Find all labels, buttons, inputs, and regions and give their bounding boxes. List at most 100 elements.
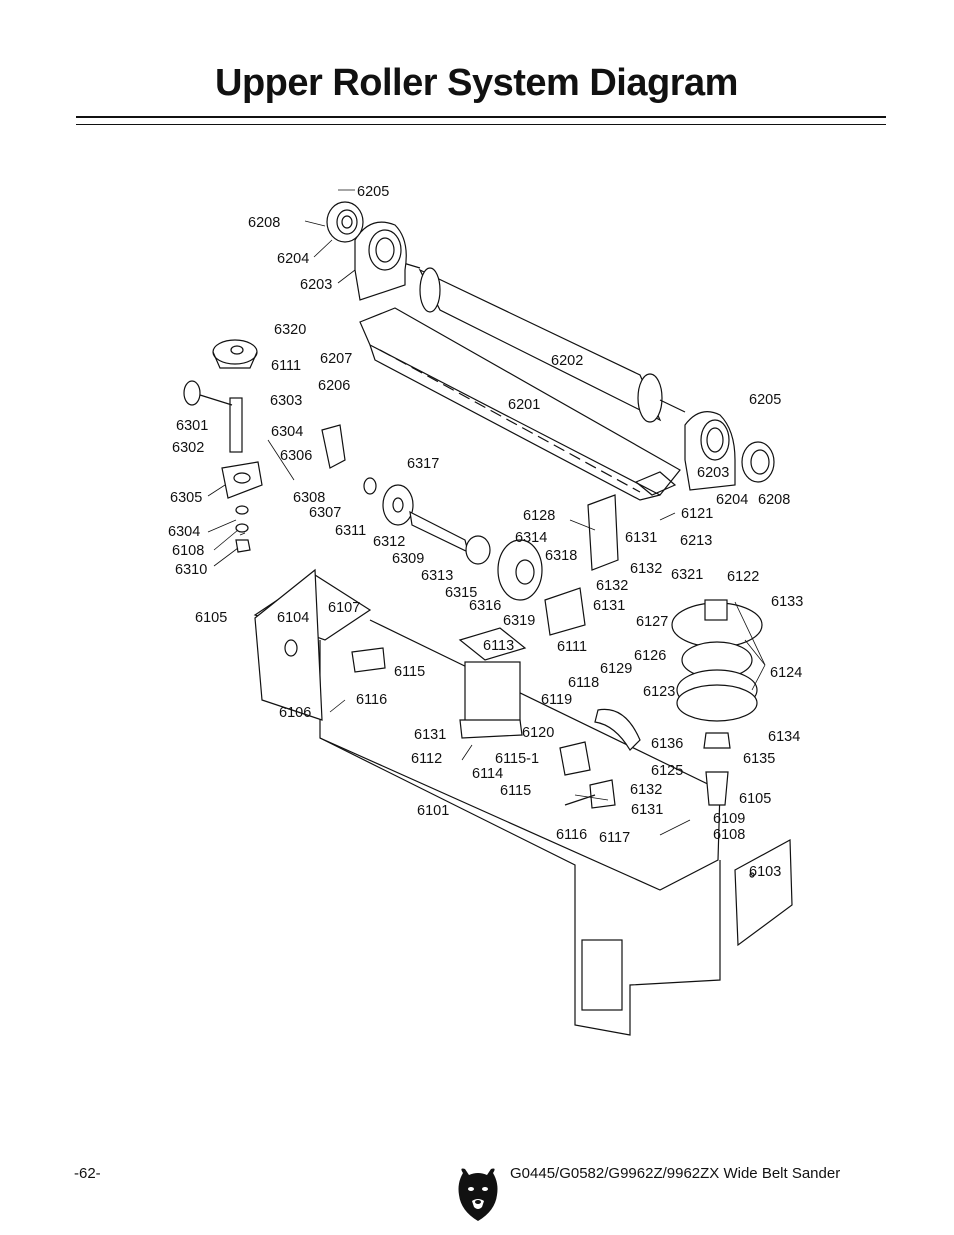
label-6311: 6311 [335, 523, 366, 539]
label-6123: 6123 [643, 684, 675, 700]
bear-head-logo-icon [458, 1168, 498, 1221]
label-6309: 6309 [392, 551, 424, 567]
label-6119: 6119 [541, 692, 572, 708]
label-6131: 6131 [625, 530, 657, 546]
left-bearing [326, 201, 364, 243]
label-6307: 6307 [309, 505, 341, 521]
main-frame [253, 574, 721, 1036]
label-6204-b: 6204 [716, 492, 748, 508]
title-rule-thin [76, 124, 886, 125]
label-6301: 6301 [176, 418, 208, 434]
label-6115: 6115 [394, 664, 425, 680]
right-bearing [741, 441, 775, 483]
page-number: -62- [74, 1165, 101, 1182]
label-6129: 6129 [600, 661, 632, 677]
label-6120: 6120 [522, 725, 554, 741]
label-6116-b: 6116 [556, 827, 587, 843]
label-6107: 6107 [328, 600, 360, 616]
leader-lines [207, 189, 766, 836]
label-6206: 6206 [318, 378, 350, 394]
label-6103: 6103 [749, 864, 781, 880]
label-6320: 6320 [274, 322, 306, 338]
label-6207: 6207 [320, 351, 352, 367]
label-6113: 6113 [483, 638, 514, 654]
label-6205-b: 6205 [749, 392, 781, 408]
label-6112: 6112 [411, 751, 442, 767]
label-6111-b: 6111 [557, 639, 587, 655]
label-6132-c: 6132 [630, 782, 662, 798]
label-6305: 6305 [170, 490, 202, 506]
guide-bracket [594, 708, 641, 751]
limit-switches [351, 647, 616, 809]
side-plate-right [734, 839, 793, 947]
label-6118: 6118 [568, 675, 599, 691]
label-6114: 6114 [472, 766, 503, 782]
label-6101: 6101 [417, 803, 449, 819]
label-6109: 6109 [713, 811, 745, 827]
label-6105-b: 6105 [739, 791, 771, 807]
label-6302: 6302 [172, 440, 204, 456]
upper-roller [399, 261, 686, 423]
label-6317: 6317 [407, 456, 439, 472]
label-6208-b: 6208 [758, 492, 790, 508]
label-6122: 6122 [727, 569, 759, 585]
label-6208: 6208 [248, 215, 280, 231]
label-6314: 6314 [515, 530, 547, 546]
label-6134: 6134 [768, 729, 800, 745]
label-6116: 6116 [356, 692, 387, 708]
label-6321: 6321 [671, 567, 703, 583]
label-6131-c: 6131 [414, 727, 446, 743]
label-6205: 6205 [357, 184, 389, 200]
label-6312: 6312 [373, 534, 405, 550]
left-bearing-housing [354, 221, 407, 301]
label-6202: 6202 [551, 353, 583, 369]
label-6131-b: 6131 [593, 598, 625, 614]
label-6136: 6136 [651, 736, 683, 752]
shaft-assembly [321, 424, 543, 601]
label-6108-b: 6108 [713, 827, 745, 843]
label-6213: 6213 [680, 533, 712, 549]
label-6315: 6315 [445, 585, 477, 601]
label-6203: 6203 [300, 277, 332, 293]
valve-parts [703, 732, 731, 806]
label-6304: 6304 [271, 424, 303, 440]
label-6128: 6128 [523, 508, 555, 524]
label-6117: 6117 [599, 830, 630, 846]
label-6132-b: 6132 [596, 578, 628, 594]
label-6111: 6111 [271, 358, 301, 374]
page-title: Upper Roller System Diagram [215, 62, 738, 104]
label-6133: 6133 [771, 594, 803, 610]
part-labels: 6205 6208 6204 6203 6320 6111 6207 6206 … [168, 184, 803, 880]
roller-support-beam [359, 307, 681, 501]
label-6106: 6106 [279, 705, 311, 721]
label-6203-b: 6203 [697, 465, 729, 481]
mounting-bracket-6319 [544, 587, 586, 636]
label-6304-b: 6304 [168, 524, 200, 540]
right-bearing-housing [684, 411, 736, 491]
label-6115-1: 6115-1 [495, 751, 539, 767]
side-plate-left [254, 568, 323, 721]
label-6135: 6135 [743, 751, 775, 767]
mounting-bracket-6128 [587, 494, 619, 571]
diaphragm-assembly [671, 599, 763, 722]
label-6127: 6127 [636, 614, 668, 630]
label-6125: 6125 [651, 763, 683, 779]
title-rule-thick [76, 116, 886, 118]
label-6303: 6303 [270, 393, 302, 409]
label-6319: 6319 [503, 613, 535, 629]
label-6318: 6318 [545, 548, 577, 564]
air-cylinder [458, 627, 527, 739]
label-6131-d: 6131 [631, 802, 663, 818]
model-text: G0445/G0582/G9962Z/9962ZX Wide Belt Sand… [510, 1165, 841, 1182]
label-6124: 6124 [770, 665, 802, 681]
label-6316: 6316 [469, 598, 501, 614]
label-6121: 6121 [681, 506, 713, 522]
label-6308: 6308 [293, 490, 325, 506]
label-6204: 6204 [277, 251, 309, 267]
label-6115-b: 6115 [500, 783, 531, 799]
label-6201: 6201 [508, 397, 540, 413]
label-6310: 6310 [175, 562, 207, 578]
label-6108: 6108 [172, 543, 204, 559]
label-6126: 6126 [634, 648, 666, 664]
